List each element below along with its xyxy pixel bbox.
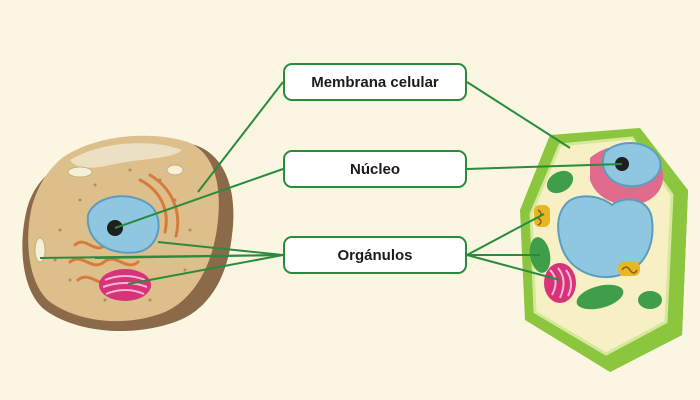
connector-organelles-animal xyxy=(157,241,284,256)
animal-cytoplasm-highlight xyxy=(70,143,182,168)
plant-golgi xyxy=(544,263,576,303)
connector-organelles-animal xyxy=(127,254,284,285)
label-nucleus: Núcleo xyxy=(283,150,467,188)
label-nucleus-text: Núcleo xyxy=(349,160,400,178)
connector-membrane-plant xyxy=(466,81,571,149)
animal-cytoplasm-granules xyxy=(53,168,192,302)
connector-organelles-plant xyxy=(466,213,545,256)
plant-chloroplast xyxy=(576,284,624,310)
animal-vesicle xyxy=(67,166,93,178)
label-organelles: Orgánulos xyxy=(283,236,467,274)
animal-vesicle xyxy=(166,164,184,176)
connector-nucleus-animal xyxy=(114,168,284,229)
label-membrane-text: Membrana celular xyxy=(311,73,439,91)
plant-mitochondrion xyxy=(618,262,640,276)
connector-organelles-plant xyxy=(466,254,561,281)
animal-cell xyxy=(22,135,234,332)
plant-chloroplast xyxy=(638,291,662,309)
label-organelles-text: Orgánulos xyxy=(337,246,413,264)
plant-vacuole xyxy=(557,195,654,278)
label-membrane: Membrana celular xyxy=(283,63,467,101)
plant-cell xyxy=(520,128,688,372)
connector-organelles-animal xyxy=(94,254,284,259)
plant-nucleus xyxy=(602,141,662,188)
animal-vesicle xyxy=(34,237,46,263)
animal-golgi xyxy=(99,269,151,301)
connector-lines xyxy=(39,81,623,285)
plant-chloroplast xyxy=(546,170,574,194)
connector-membrane-animal xyxy=(197,81,284,193)
connector-nucleus-plant xyxy=(466,163,623,170)
